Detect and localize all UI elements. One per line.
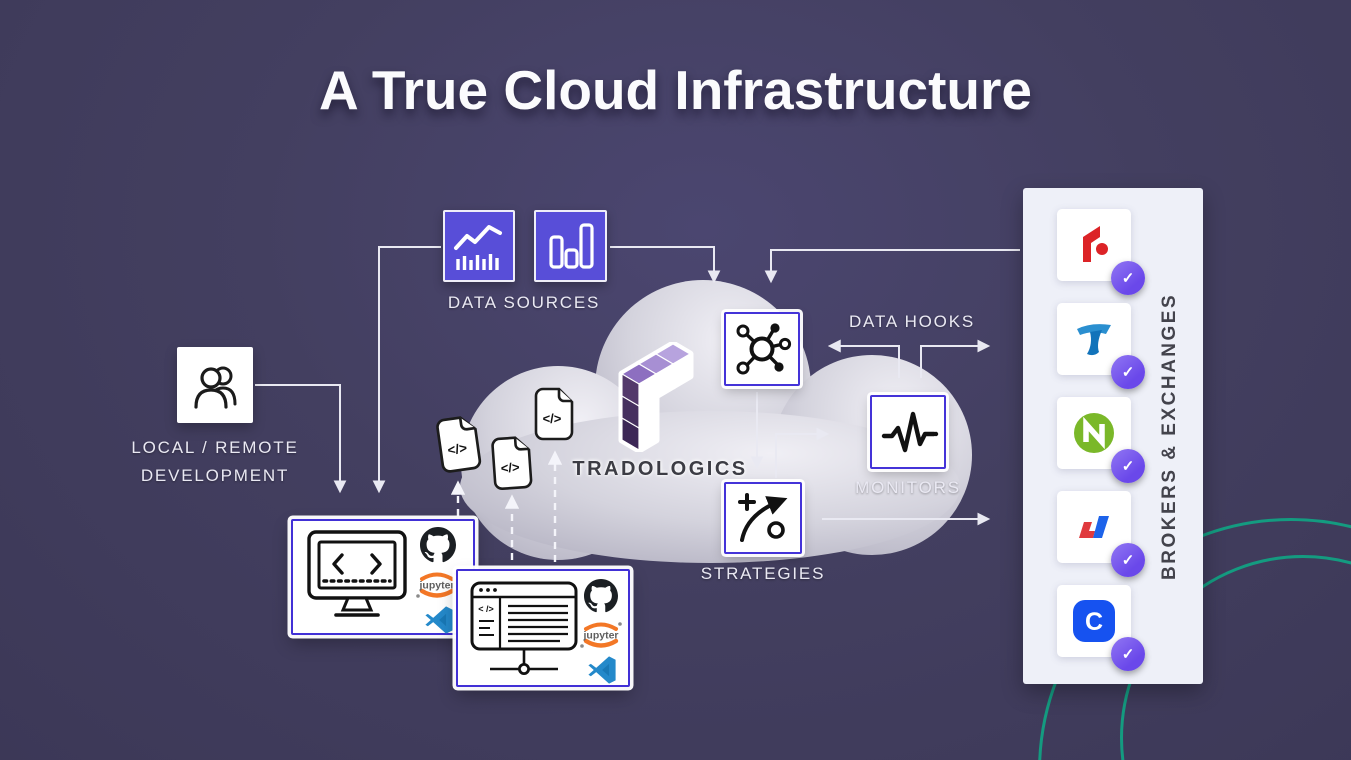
arrow-monitors-to-hub bbox=[827, 339, 900, 378]
broker-card-bitmex: ✓ bbox=[1057, 491, 1145, 577]
brokers-exchanges-label: BROKERS & EXCHANGES bbox=[1159, 292, 1180, 580]
code-file-chip-1: </> bbox=[432, 413, 486, 480]
code-file-icon: </> bbox=[436, 416, 482, 473]
arrow-person-to-devcard bbox=[255, 384, 347, 494]
bitmex-logo bbox=[1079, 516, 1109, 538]
arrow-datasources-to-devcard bbox=[372, 246, 441, 494]
coinbase-logo: C bbox=[1073, 600, 1115, 642]
check-badge: ✓ bbox=[1111, 449, 1145, 483]
arrow-strategies-to-monitors bbox=[775, 427, 830, 478]
svg-text:jupyter: jupyter bbox=[418, 580, 454, 592]
vscode-logo bbox=[425, 606, 453, 634]
svg-text:C: C bbox=[1085, 608, 1103, 636]
check-badge: ✓ bbox=[1111, 637, 1145, 671]
svg-text:</>: </> bbox=[500, 459, 520, 475]
github-logo bbox=[420, 527, 456, 563]
svg-text:jupyter: jupyter bbox=[582, 630, 618, 642]
hub-network-icon bbox=[736, 323, 792, 375]
tradologics-wordmark: TRADOLOGICS bbox=[572, 458, 748, 480]
tradestation-logo bbox=[1077, 324, 1111, 356]
arrow-monitors-to-panel bbox=[920, 339, 991, 378]
strategies-label: STRATEGIES bbox=[700, 564, 826, 583]
data-source-tile-market-chart bbox=[443, 210, 515, 282]
check-icon: ✓ bbox=[1121, 458, 1135, 475]
broker-card-tradestation: ✓ bbox=[1057, 303, 1145, 389]
local-remote-label-line1: LOCAL / REMOTE bbox=[131, 438, 299, 457]
data-sources-label: DATA SOURCES bbox=[447, 293, 601, 312]
code-file-icon: </> bbox=[491, 436, 533, 491]
local-remote-development-box bbox=[177, 347, 253, 423]
svg-text:</>: </> bbox=[447, 440, 469, 458]
strategies-box bbox=[724, 482, 802, 554]
code-file-icon: </> bbox=[534, 387, 574, 441]
browser-editor-icon: < /> bbox=[470, 581, 578, 676]
interactive-brokers-logo bbox=[1083, 226, 1108, 262]
broker-card-coinbase: C ✓ bbox=[1057, 585, 1145, 671]
data-hooks-label: DATA HOOKS bbox=[848, 312, 975, 331]
check-icon: ✓ bbox=[1121, 646, 1135, 663]
svg-text:< />: < /> bbox=[478, 604, 494, 614]
check-icon: ✓ bbox=[1121, 364, 1135, 381]
data-source-tile-bar-chart bbox=[534, 210, 607, 282]
code-file-chip-2: </> bbox=[488, 435, 536, 497]
tradologics-logo bbox=[618, 342, 694, 452]
jupyter-logo: jupyter bbox=[416, 572, 458, 598]
jupyter-logo: jupyter bbox=[580, 622, 622, 648]
vscode-logo bbox=[588, 656, 616, 684]
line-chart-icon bbox=[454, 225, 502, 270]
check-badge: ✓ bbox=[1111, 355, 1145, 389]
check-icon: ✓ bbox=[1121, 552, 1135, 569]
pulse-waveform-icon bbox=[881, 411, 939, 453]
local-remote-label-line2: DEVELOPMENT bbox=[140, 466, 290, 485]
arrow-datasources-to-cloud bbox=[610, 246, 721, 284]
check-badge: ✓ bbox=[1111, 543, 1145, 577]
monitors-box bbox=[870, 395, 946, 469]
dev-environment-card-browser: < /> jupyter bbox=[456, 569, 630, 687]
broker-card-interactive-brokers: ✓ bbox=[1057, 209, 1145, 295]
code-file-chip-3: </> bbox=[532, 387, 576, 446]
github-logo bbox=[584, 579, 618, 613]
monitor-code-icon bbox=[307, 530, 407, 617]
users-icon bbox=[194, 366, 237, 409]
check-badge: ✓ bbox=[1111, 261, 1145, 295]
svg-text:</>: </> bbox=[543, 411, 562, 426]
brokers-exchanges-panel: ✓ ✓ ✓ ✓ C bbox=[1023, 188, 1203, 684]
bar-chart-icon bbox=[548, 223, 594, 269]
dev-environment-card-desktop: jupyter bbox=[291, 519, 475, 635]
arrow-panel-to-datahooks-node bbox=[764, 249, 1020, 284]
monitors-label: MONITORS bbox=[855, 478, 961, 497]
ninjatrader-logo bbox=[1074, 413, 1114, 453]
data-hooks-hub-box bbox=[724, 312, 800, 386]
strategy-icon bbox=[738, 493, 788, 542]
check-icon: ✓ bbox=[1121, 270, 1135, 287]
broker-card-ninjatrader: ✓ bbox=[1057, 397, 1145, 483]
page-title: A True Cloud Infrastructure bbox=[318, 59, 1033, 121]
